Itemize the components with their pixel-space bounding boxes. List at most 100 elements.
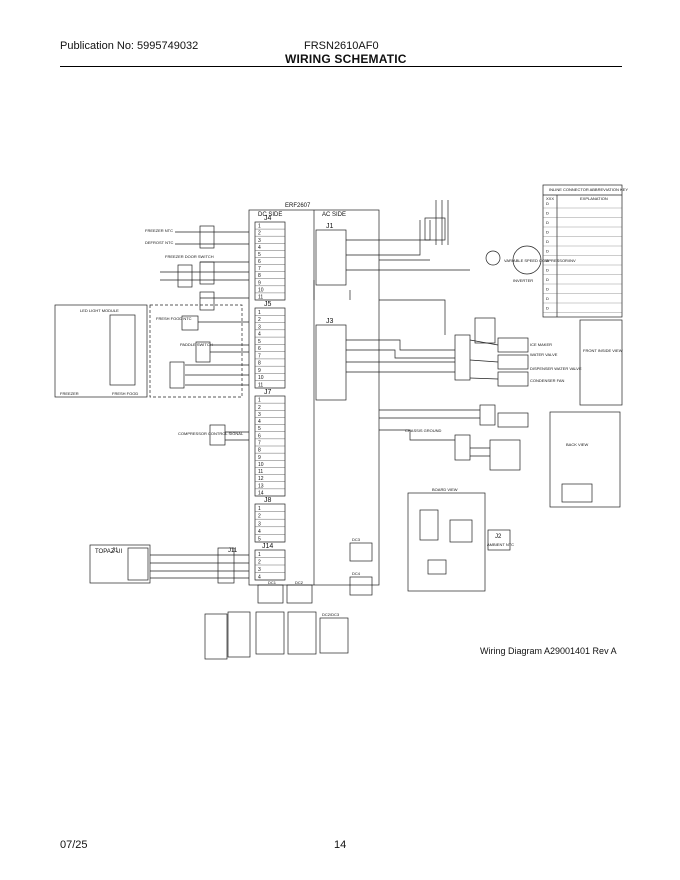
dc2-dc3-label: DC2/DC3 — [322, 612, 340, 617]
j5_rows-pin-number: 10 — [258, 375, 264, 381]
front-inside-view — [579, 319, 623, 406]
j11-label: J11 — [228, 548, 238, 554]
wiring-diagram-caption: Wiring Diagram A29001401 Rev A — [480, 646, 617, 656]
j5_rows-pin-number: 2 — [258, 317, 261, 323]
fresh-food-label: FRESH FOOD — [112, 391, 138, 396]
j4_rows-pin-number: 7 — [258, 266, 261, 272]
fresh-food-ntc-label: FRESH FOOD NTC — [156, 316, 192, 321]
j4_rows-pin-number: 6 — [258, 259, 261, 265]
led-light-module-label: LED LIGHT MODULE — [80, 308, 119, 313]
legend-row-code: D — [546, 287, 549, 292]
paddle-switch-label: PADDLE SWITCH — [180, 342, 213, 347]
footer-date: 07/25 — [60, 839, 88, 851]
j7_rows-pin-number: 2 — [258, 405, 261, 411]
page-title: WIRING SCHEMATIC — [285, 52, 407, 66]
board-view-label: BOARD VIEW — [432, 487, 458, 492]
legend-row-code: D — [546, 230, 549, 235]
j7_rows-pin-number: 6 — [258, 433, 261, 439]
j4-label: J4 — [264, 215, 272, 222]
j5_rows-pin-number: 1 — [258, 310, 261, 316]
legend-row-code: D — [546, 258, 549, 263]
freezer-ntc-label: FREEZER NTC — [145, 228, 173, 233]
j8-label: J8 — [264, 497, 272, 504]
j7_rows-pin-number: 5 — [258, 426, 261, 432]
j4_rows-pin-number: 10 — [258, 287, 264, 293]
j14_rows-pin-number: 2 — [258, 560, 261, 566]
j1-ui-label: J1 — [112, 548, 119, 554]
j14_rows-pin-number: 3 — [258, 567, 261, 573]
j8_rows-pin-number: 3 — [258, 521, 261, 527]
chassis-ground-label: CHASSIS GROUND — [405, 428, 442, 433]
j4_rows-pin-number: 1 — [258, 224, 261, 230]
legend-row-code: D — [546, 220, 549, 225]
legend-row-code: D — [546, 201, 549, 206]
front-view-label: FRONT INSIDE VIEW — [583, 348, 623, 353]
legend-row-code: D — [546, 249, 549, 254]
back-view — [549, 411, 621, 508]
back-view-label: BACK VIEW — [566, 442, 588, 447]
compressor-control-label: COMPRESSOR CONTROL SIGNAL — [178, 431, 244, 436]
inverter-label: INVERTER — [513, 278, 533, 283]
j5_rows-pin-number: 3 — [258, 324, 261, 330]
connector-j1 — [315, 229, 347, 286]
publication-number: Publication No: 5995749032 — [60, 40, 199, 52]
topaz-ui-box — [89, 544, 151, 584]
j7_rows-pin-number: 11 — [258, 469, 263, 475]
dc-side-label: DC SIDE — [258, 212, 282, 218]
legend-col1: XXX — [546, 196, 554, 201]
main-board-name: ERF2607 — [285, 203, 311, 209]
condenser-fan-label: CONDENSER FAN — [530, 378, 565, 383]
j14_rows-pin-number: 4 — [258, 575, 261, 581]
j5_rows-pin-number: 4 — [258, 332, 261, 338]
j4_rows-pin-number: 9 — [258, 280, 261, 286]
compressor-symbol — [512, 245, 542, 275]
j5_rows-pin-number: 11 — [258, 383, 263, 389]
j7_rows-pin-number: 1 — [258, 398, 261, 404]
freezer-door-switch-label: FREEZER DOOR SWITCH — [165, 254, 214, 259]
water-valve-label: WATER VALVE — [530, 352, 558, 357]
dc3-label: DC3 — [352, 537, 361, 542]
legend-row-code: D — [546, 239, 549, 244]
j7_rows-pin-number: 4 — [258, 419, 261, 425]
abbreviation-legend — [542, 184, 623, 318]
legend-row-code: D — [546, 306, 549, 311]
j7_rows-pin-number: 8 — [258, 448, 261, 454]
j8_rows-pin-number: 2 — [258, 514, 261, 520]
j5_rows-pin-number: 5 — [258, 339, 261, 345]
j7_rows-pin-number: 12 — [258, 476, 264, 482]
j7-label: J7 — [264, 389, 272, 396]
j8_rows-pin-number: 4 — [258, 529, 261, 535]
legend-row-code: D — [546, 268, 549, 273]
j4_rows-pin-number: 3 — [258, 238, 261, 244]
j8_rows-pin-number: 5 — [258, 537, 261, 543]
page-number: 14 — [334, 839, 347, 851]
j7_rows-pin-number: 7 — [258, 441, 261, 447]
j4_rows-pin-number: 5 — [258, 252, 261, 258]
j5_rows-pin-number: 9 — [258, 368, 261, 374]
j5-label: J5 — [264, 301, 272, 308]
j7_rows-pin-number: 9 — [258, 455, 261, 461]
ice-maker-label: ICE MAKER — [530, 342, 552, 347]
j5_rows-pin-number: 6 — [258, 346, 261, 352]
dispenser-water-valve-label: DISPENSER WATER VALVE — [530, 366, 582, 371]
dc4-label: DC4 — [352, 571, 361, 576]
defrost-ntc-label: DEFROST NTC — [145, 240, 173, 245]
j5_rows-pin-number: 7 — [258, 353, 261, 359]
j14_rows-pin-number: 1 — [258, 552, 261, 558]
j4_rows-pin-number: 2 — [258, 231, 261, 237]
ambient-ntc-label: AMBIENT NTC — [487, 542, 514, 547]
j4_rows-pin-number: 8 — [258, 273, 261, 279]
j4_rows-pin-number: 11 — [258, 295, 263, 301]
legend-row-code: D — [546, 277, 549, 282]
j5_rows-pin-number: 8 — [258, 361, 261, 367]
j4_rows-pin-number: 4 — [258, 245, 261, 251]
j8_rows-pin-number: 1 — [258, 506, 261, 512]
model-number: FRSN2610AF0 — [304, 40, 379, 52]
j7_rows-pin-number: 13 — [258, 483, 264, 489]
led-light-module-box — [54, 304, 148, 398]
topaz-ui-label: TOPAZ UI — [95, 549, 122, 555]
header-rule — [60, 66, 622, 67]
freezer-label: FREEZER — [60, 391, 79, 396]
legend-title: INLINE CONNECTOR ABBREVIATION KEY — [549, 187, 628, 192]
